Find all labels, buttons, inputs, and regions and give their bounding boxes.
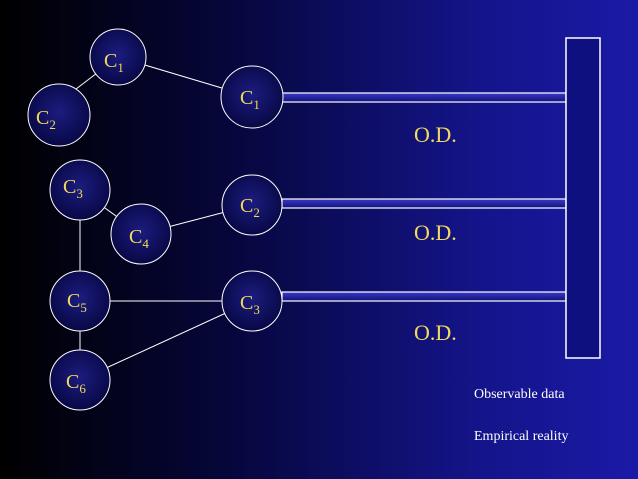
node-c1-top: C1 (89, 28, 147, 86)
svg-text:C3: C3 (63, 176, 83, 201)
node-c5: C5 (49, 270, 111, 332)
bar-1 (281, 92, 567, 103)
edge-c6-c3right (79, 300, 253, 381)
empirical-reality-panel (565, 37, 601, 359)
node-c4: C4 (110, 203, 172, 265)
node-c1-right: C1 (220, 65, 284, 129)
node-c6: C6 (49, 349, 111, 411)
legend-empirical-reality: Empirical reality (474, 429, 568, 444)
svg-text:C2: C2 (36, 107, 56, 132)
od-label-1: O.D. (414, 122, 457, 147)
node-c2-right: C2 (221, 174, 283, 236)
legend-observable-data: Observable data (474, 387, 565, 402)
od-label-3: O.D. (414, 320, 457, 345)
svg-text:C1: C1 (240, 87, 260, 112)
od-label-2: O.D. (414, 220, 457, 245)
svg-text:C6: C6 (66, 371, 86, 396)
svg-text:C4: C4 (129, 226, 149, 251)
svg-text:C5: C5 (67, 290, 87, 315)
node-c3-left: C3 (49, 159, 111, 221)
node-c3-right: C3 (221, 270, 283, 332)
node-c2-left: C2 (27, 83, 91, 147)
svg-text:C3: C3 (240, 292, 260, 317)
bar-3 (281, 291, 567, 302)
svg-text:C2: C2 (240, 195, 260, 220)
bar-2 (281, 198, 567, 209)
svg-text:C1: C1 (104, 50, 124, 75)
